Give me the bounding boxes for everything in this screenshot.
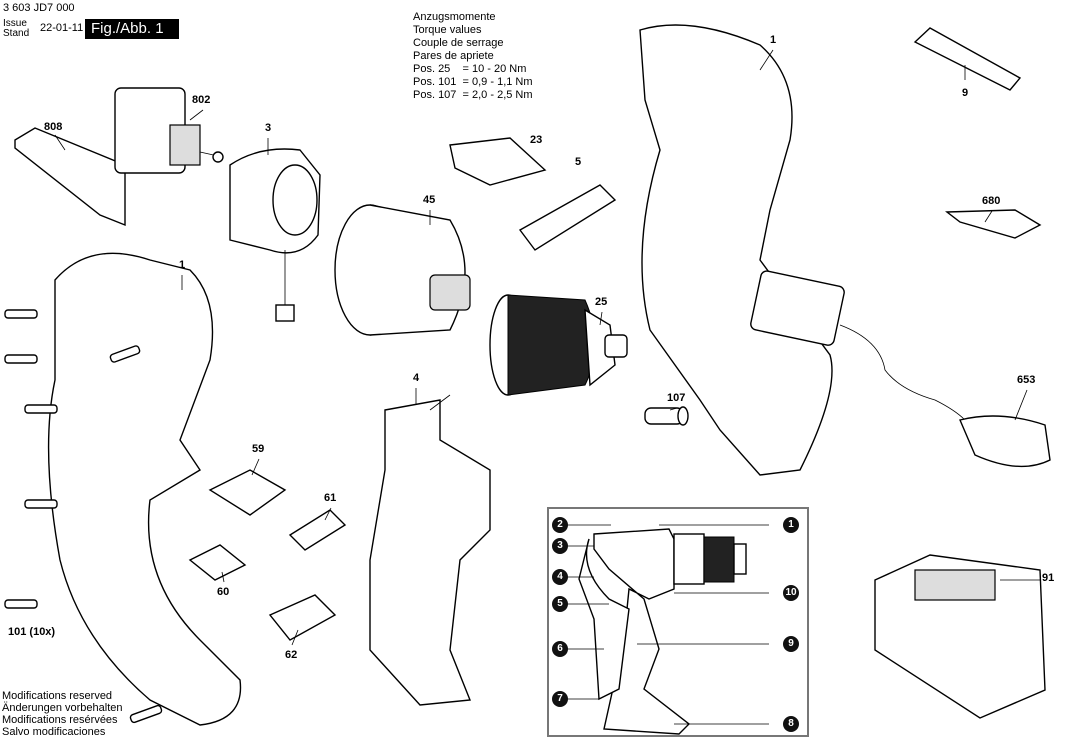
figure-label: Fig./Abb. 1	[85, 19, 179, 39]
part-59	[208, 469, 287, 516]
callout-3: 3	[552, 538, 568, 554]
part-9-label	[913, 27, 1022, 91]
part-label-808: 808	[44, 121, 63, 133]
callout-6: 6	[552, 641, 568, 657]
torque-line: Pos. 107 = 2,0 - 2,5 Nm	[413, 89, 533, 101]
torque-line: Torque values	[413, 24, 482, 36]
part-808-label	[14, 127, 126, 227]
notice-line: Modifications reserved	[2, 690, 113, 702]
part-4-switch	[369, 394, 491, 706]
part-3-housing	[229, 148, 321, 322]
part-101-screws	[4, 309, 163, 724]
part-label-59: 59	[252, 443, 265, 455]
part-label-25: 25	[595, 296, 608, 308]
notice-line: Änderungen vorbehalten	[2, 702, 123, 714]
part-107-screw	[644, 406, 689, 426]
callout-4: 4	[552, 569, 568, 585]
notice-line: Salvo modificaciones	[2, 726, 106, 738]
part-label-101: 101 (10x)	[8, 626, 56, 638]
callout-7: 7	[552, 691, 568, 707]
part-label-9: 9	[962, 87, 969, 99]
part-60	[188, 544, 247, 581]
part-label-107: 107	[667, 392, 686, 404]
torque-values: Anzugsmomente Torque values Couple de se…	[413, 11, 533, 102]
torque-line: Couple de serrage	[413, 37, 504, 49]
inset-drill-drawing	[566, 524, 769, 735]
part-1-housing-left	[47, 252, 242, 726]
part-label-1-right: 1	[770, 34, 777, 46]
part-label-60: 60	[217, 586, 230, 598]
modifications-notice: Modifications reserved Änderungen vorbeh…	[2, 690, 122, 738]
callout-1: 1	[783, 517, 799, 533]
part-1-housing-right	[639, 24, 833, 476]
part-label-91: 91	[1042, 572, 1055, 584]
part-61	[288, 509, 347, 551]
issue-date: 22-01-11	[40, 22, 84, 34]
notice-line: Modifications resérvées	[2, 714, 118, 726]
callout-5: 5	[552, 596, 568, 612]
part-label-802: 802	[192, 94, 211, 106]
torque-line: Pares de apriete	[413, 50, 494, 62]
part-label-653: 653	[1017, 374, 1036, 386]
document-number: 3 603 JD7 000	[3, 2, 75, 14]
part-label-680: 680	[982, 195, 1001, 207]
issue-label: Issue	[3, 18, 27, 29]
part-62	[268, 594, 337, 641]
torque-line: Pos. 101 = 0,9 - 1,1 Nm	[413, 76, 533, 88]
torque-line: Pos. 25 = 10 - 20 Nm	[413, 63, 527, 75]
assembly-inset: 2 3 4 5 6 7 1 10 9 8	[547, 507, 809, 737]
part-label-4: 4	[413, 372, 420, 384]
part-802-motor	[114, 87, 224, 174]
part-45-gearbox	[334, 204, 471, 336]
callout-10: 10	[783, 585, 799, 601]
torque-line: Anzugsmomente	[413, 11, 496, 23]
callout-2: 2	[552, 517, 568, 533]
part-653-battery	[750, 270, 1051, 468]
part-label-23: 23	[530, 134, 543, 146]
leader-lines	[54, 49, 1040, 646]
part-label-61: 61	[324, 492, 337, 504]
part-25-chuck	[489, 294, 628, 396]
part-23	[449, 137, 547, 186]
part-label-5: 5	[575, 156, 582, 168]
part-label-1-left: 1	[179, 259, 186, 271]
callout-8: 8	[783, 716, 799, 732]
part-5	[518, 184, 617, 251]
part-680-bit	[945, 209, 1042, 239]
part-label-62: 62	[285, 649, 298, 661]
part-91-charger	[874, 554, 1046, 719]
stand-label: Stand	[3, 28, 30, 39]
callout-9: 9	[783, 636, 799, 652]
part-label-45: 45	[423, 194, 436, 206]
part-label-3: 3	[265, 122, 272, 134]
